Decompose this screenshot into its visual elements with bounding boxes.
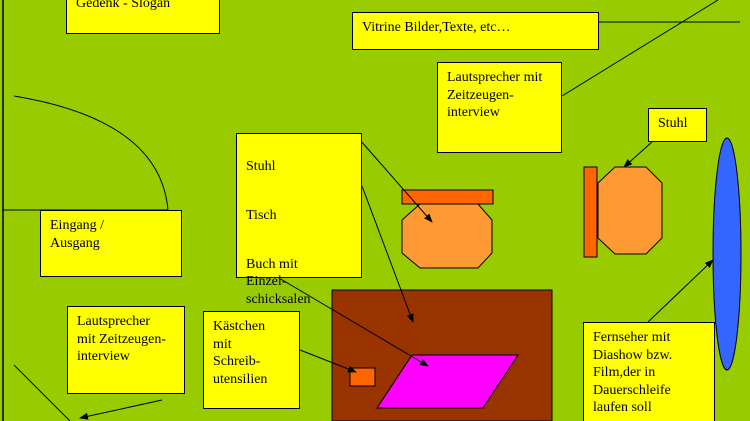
- chair-right-label: Stuhl: [648, 108, 707, 142]
- chair-right-arrow: [623, 141, 653, 168]
- book-shape: [376, 354, 519, 409]
- speaker-top-connector: [561, 0, 719, 97]
- tv-arrow: [647, 259, 714, 323]
- vitrine-label: Vitrine Bilder,Texte, etc…: [352, 12, 599, 50]
- tv-screen-shape: [712, 137, 742, 371]
- box-label: Kästchen mit Schreib- utensilien: [203, 311, 300, 409]
- chair-arrow: [359, 139, 433, 223]
- chair-back-shape: [401, 189, 494, 205]
- wall-corner-line: [13, 364, 71, 421]
- chair-right-seat-shape: [597, 166, 663, 255]
- box-arrow: [299, 349, 357, 373]
- slogan-label: Gedenk - Slogan: [66, 0, 220, 34]
- chair-right-back-shape: [583, 166, 598, 258]
- furniture-table-text: Tisch: [246, 207, 277, 223]
- speaker-bottom-label: Lautsprecher mit Zeitzeugen- interview: [67, 306, 185, 394]
- entrance-label: Eingang / Ausgang: [40, 210, 182, 277]
- speaker-bottom-arrow: [79, 399, 163, 420]
- furniture-label: Stuhl Tisch Buch mit Einzel- schicksalen: [236, 133, 362, 307]
- box-shape: [349, 367, 376, 387]
- speaker-top-label: Lautsprecher mit Zeitzeugen- interview: [437, 62, 562, 153]
- tv-label: Fernseher mit Diashow bzw. Film,der in D…: [583, 322, 715, 421]
- furniture-chair-text: Stuhl: [246, 158, 276, 174]
- book-arrow: [261, 267, 429, 367]
- table-arrow: [361, 185, 414, 323]
- furniture-book-text: Buch mit Einzel- schicksalen: [246, 256, 311, 307]
- chair-seat-shape: [401, 203, 493, 269]
- door-swing-arc: [13, 95, 169, 211]
